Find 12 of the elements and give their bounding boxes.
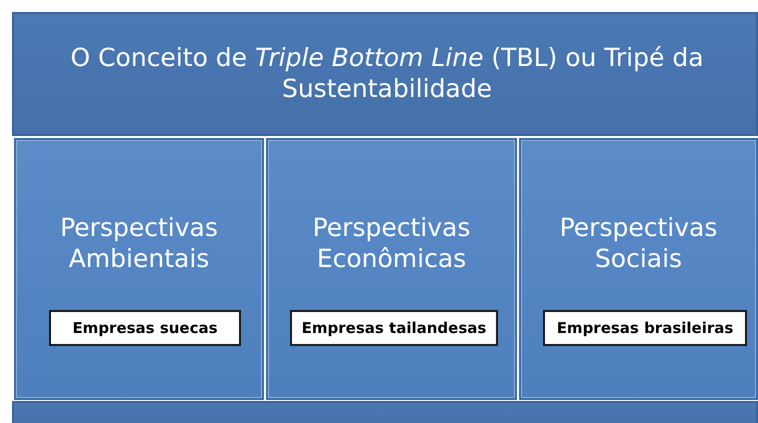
company-tag: Empresas brasileiras — [543, 310, 747, 346]
column-panel — [266, 138, 517, 400]
company-tag: Empresas suecas — [49, 310, 241, 346]
header-band — [12, 12, 758, 136]
column-heading: Perspectivas Sociais — [558, 212, 718, 274]
company-tag: Empresas tailandesas — [290, 310, 498, 346]
column-heading: Perspectivas Ambientais — [59, 212, 219, 274]
column-panel — [14, 138, 264, 400]
title-text: O Conceito de Triple Bottom Line (TBL) ou Tripé da Sustentabilidade — [69, 42, 705, 104]
footer-band — [12, 401, 758, 423]
column-panel — [519, 138, 758, 400]
column-heading: Perspectivas Econômicas — [312, 212, 472, 274]
